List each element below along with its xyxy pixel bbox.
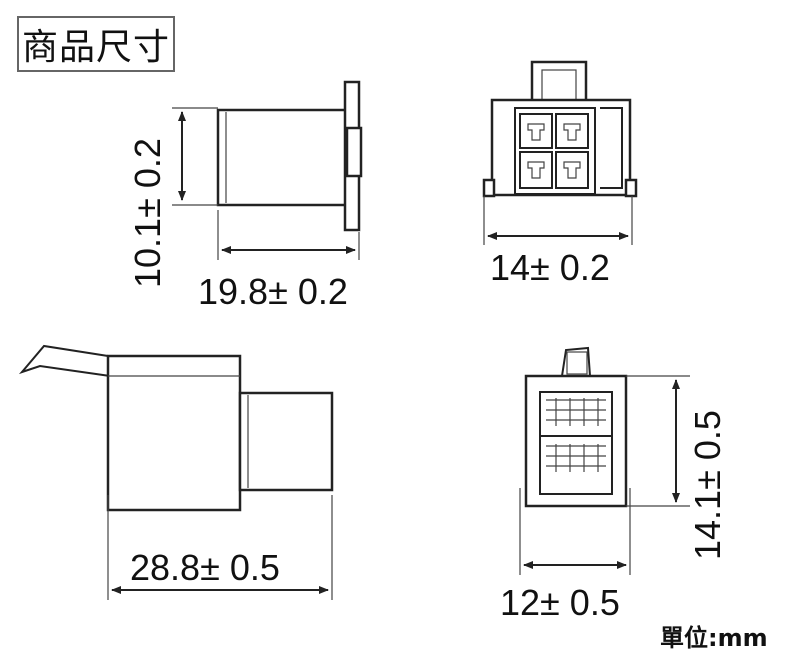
bottom-length-label: 28.8± 0.5: [130, 547, 280, 588]
unit-label: 單位:mm: [660, 624, 768, 652]
front-width-label: 14± 0.2: [490, 247, 610, 288]
front-cavities: [519, 113, 589, 189]
product-dimensions-title: 商品尺寸: [17, 16, 175, 72]
side-view: [172, 80, 363, 260]
end-height-label: 14.1± 0.5: [687, 410, 728, 560]
side-height-label: 10.1± 0.2: [127, 138, 168, 288]
end-view-pin-rows: [540, 398, 612, 472]
side-length-label: 19.8± 0.2: [198, 271, 348, 312]
front-view: [482, 60, 638, 245]
end-view: [519, 346, 690, 575]
end-width-label: 12± 0.5: [500, 582, 620, 623]
latch-side-view: [18, 344, 334, 600]
